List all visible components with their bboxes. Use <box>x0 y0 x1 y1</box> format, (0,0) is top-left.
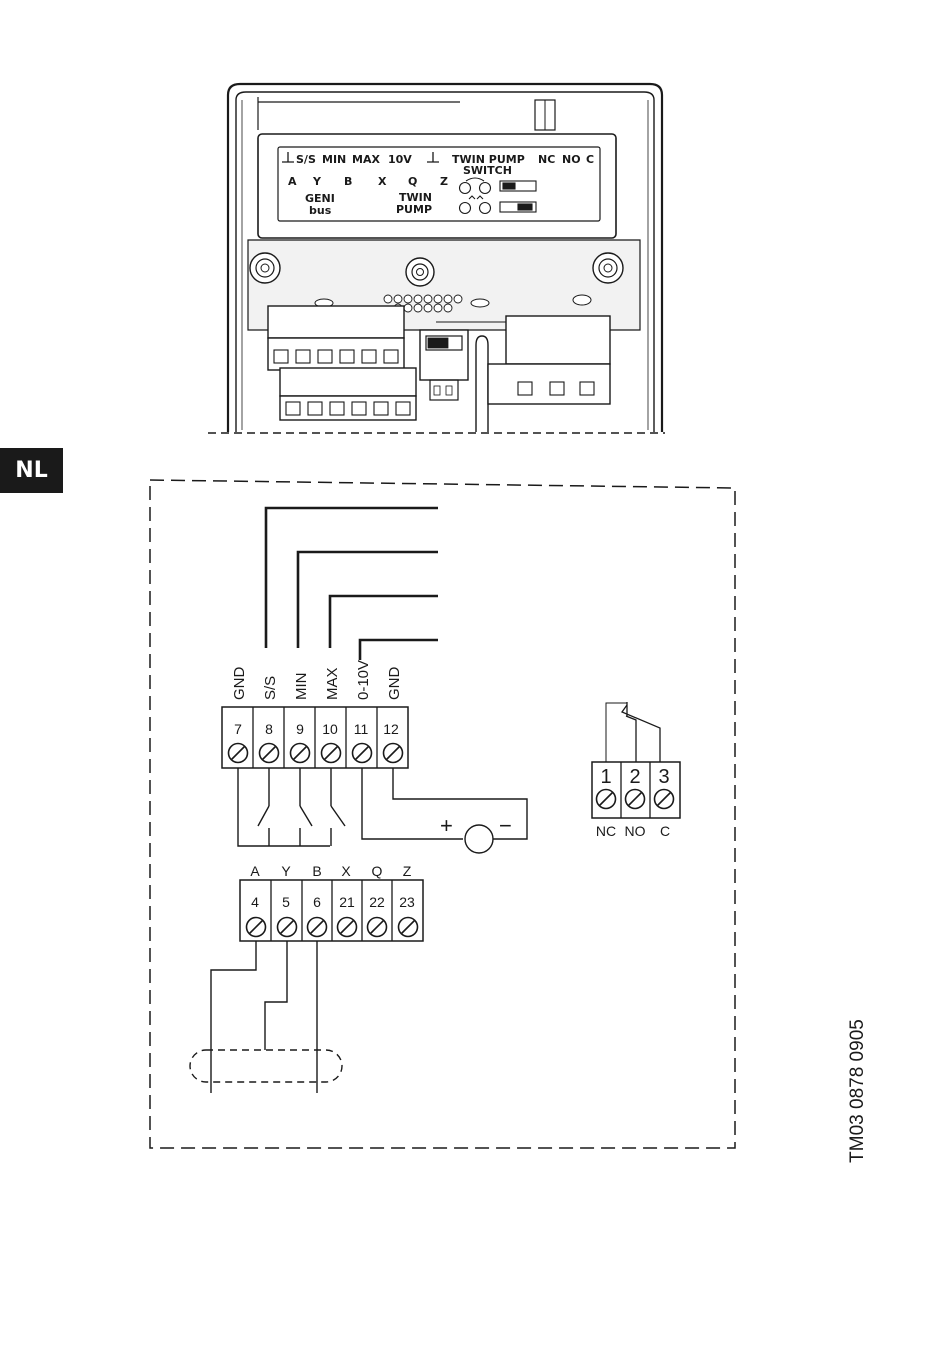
terminal-7: 7 <box>234 721 242 737</box>
terminal-23: 23 <box>399 894 415 910</box>
terminal-12: 12 <box>383 721 399 737</box>
terminal-21: 21 <box>339 894 355 910</box>
top-terminal-block <box>222 707 408 768</box>
voltage-source <box>465 825 493 853</box>
top-block-signal-labels: GND S/S MIN MAX 0-10V GND <box>231 660 403 700</box>
bus-letter-b: B <box>312 863 321 879</box>
relay-label-nc: NC <box>596 823 616 839</box>
bus-terminal-numbers: 4 5 6 21 22 23 <box>251 894 415 910</box>
relay-terminal-2: 2 <box>629 766 640 788</box>
device-label-bus: bus <box>309 204 332 217</box>
bus-terminal-block <box>240 880 423 941</box>
language-tab: NL <box>0 448 63 493</box>
device-label-10v: 10V <box>388 153 412 166</box>
signal-label-0-10v: 0-10V <box>355 660 372 700</box>
terminal-5: 5 <box>282 894 290 910</box>
switch-max <box>331 806 345 826</box>
bus-letter-x: X <box>341 863 351 879</box>
relay-numbers: 1 2 3 <box>600 766 669 788</box>
device-labels: S/S MIN MAX 10V TWIN PUMP NC NO C SWITCH… <box>288 153 594 217</box>
device-label-pump: PUMP <box>396 203 432 216</box>
switch-ss <box>258 806 269 826</box>
bus-cable <box>190 941 342 1093</box>
switch-min <box>300 806 312 826</box>
device-label-switch: SWITCH <box>463 164 512 177</box>
device-label-x: X <box>378 175 387 188</box>
relay-block <box>592 702 680 818</box>
bus-letters: A Y B X Q Z <box>250 863 411 879</box>
figure-reference: TM03 0878 0905 <box>847 1019 869 1163</box>
device-label-min: MIN <box>322 153 346 166</box>
relay-terminal-1: 1 <box>600 766 611 788</box>
device-label-a: A <box>288 175 297 188</box>
terminal-10: 10 <box>322 721 338 737</box>
terminal-4: 4 <box>251 894 259 910</box>
terminal-9: 9 <box>296 721 304 737</box>
terminal-6: 6 <box>313 894 321 910</box>
bus-letter-z: Z <box>403 863 412 879</box>
terminal-11: 11 <box>354 721 369 737</box>
device-label-max: MAX <box>352 153 380 166</box>
bus-letter-a: A <box>250 863 260 879</box>
device-label-z: Z <box>440 175 448 188</box>
device-label-c: C <box>586 153 594 166</box>
source-plus: + <box>440 813 453 838</box>
relay-labels: NC NO C <box>596 823 670 839</box>
device-label-nc: NC <box>538 153 555 166</box>
source-minus: − <box>499 813 512 838</box>
signal-label-gnd-7: GND <box>231 667 248 701</box>
device-label-no: NO <box>562 153 581 166</box>
terminal-22: 22 <box>369 894 385 910</box>
relay-terminal-3: 3 <box>658 766 669 788</box>
device-illustration <box>208 84 665 433</box>
terminal-8: 8 <box>265 721 273 737</box>
relay-label-c: C <box>660 823 670 839</box>
relay-label-no: NO <box>625 823 646 839</box>
signal-label-max: MAX <box>324 667 341 700</box>
signal-label-min: MIN <box>293 673 310 701</box>
top-block-terminal-numbers: 7 8 9 10 11 12 <box>234 721 399 737</box>
control-wiring <box>238 768 527 853</box>
bus-letter-y: Y <box>281 863 291 879</box>
signal-label-ss: S/S <box>262 676 279 700</box>
incoming-wires <box>266 508 438 660</box>
signal-label-gnd-12: GND <box>386 667 403 701</box>
device-label-y: Y <box>312 175 322 188</box>
device-label-b: B <box>344 175 352 188</box>
device-label-ss: S/S <box>296 153 316 166</box>
device-label-q: Q <box>408 175 417 188</box>
bus-letter-q: Q <box>372 863 383 879</box>
